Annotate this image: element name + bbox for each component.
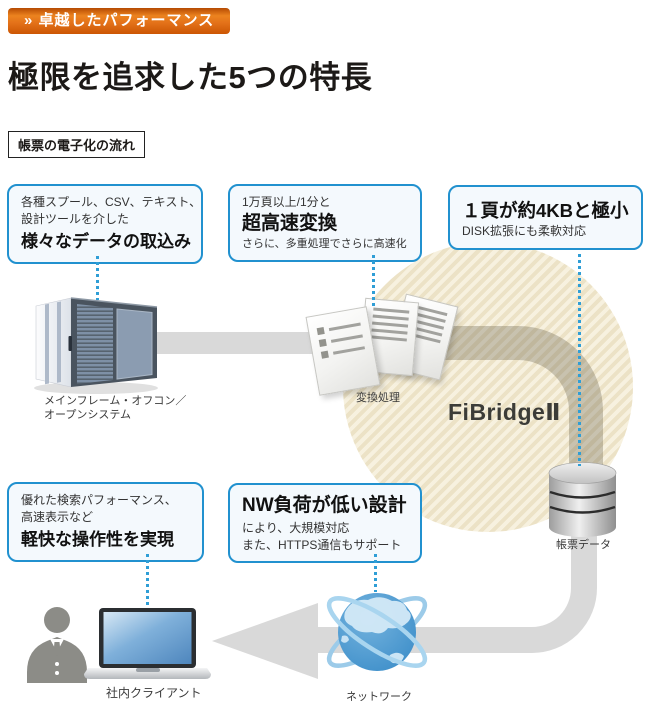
- page-title: 極限を追求した5つの特長: [8, 60, 373, 95]
- connector-dotted-line: [372, 255, 375, 309]
- mainframe-label-line2: オープンシステム: [44, 409, 132, 421]
- callout-line: さらに、多重処理でさらに高速化: [242, 237, 407, 250]
- callout-line: により、大規模対応: [242, 521, 350, 535]
- globe-icon: [326, 593, 428, 671]
- callout-line: 優れた検索パフォーマンス、: [21, 493, 177, 507]
- callout-emphasis: NW負荷が低い設計: [242, 495, 407, 516]
- section-badge: » 卓越したパフォーマンス: [8, 8, 231, 34]
- callout-line: DISK拡張にも柔軟対応: [462, 224, 587, 238]
- conversion-label: 変換処理: [356, 392, 400, 404]
- callout-emphasis: 軽快な操作性を実現: [21, 530, 174, 549]
- callout-line: 高速表示など: [21, 509, 94, 524]
- database-label: 帳票データ: [556, 539, 611, 551]
- database-icon: [548, 462, 617, 537]
- flow-arrowhead-icon: [212, 603, 318, 679]
- callout-line: 1万頁以上/1分と: [242, 195, 331, 209]
- callout-operability: 優れた検索パフォーマンス、 高速表示など 軽快な操作性を実現: [7, 482, 204, 562]
- product-name: FiBridgeⅡ: [448, 399, 561, 425]
- person-icon: [27, 607, 87, 683]
- callout-emphasis: 超高速変換: [242, 212, 338, 234]
- callout-line: 設計ツールを介した: [21, 211, 130, 226]
- callout-page-size: １頁が約4KBと極小 DISK拡張にも柔軟対応: [448, 185, 643, 250]
- connector-dotted-line: [374, 554, 377, 592]
- connector-dotted-line: [146, 554, 149, 608]
- callout-emphasis: １頁が約4KBと極小: [462, 200, 629, 221]
- connector-dotted-line: [578, 254, 581, 466]
- callout-data-intake: 各種スプール、CSV、テキスト、 設計ツールを介した 様々なデータの取込み: [7, 184, 203, 264]
- mainframe-label: メインフレーム・オフコン／ オープンシステム: [44, 394, 186, 422]
- callout-emphasis: 様々なデータの取込み: [21, 232, 191, 251]
- callout-conversion-speed: 1万頁以上/1分と 超高速変換 さらに、多重処理でさらに高速化: [228, 184, 422, 262]
- mainframe-icon: [34, 297, 158, 394]
- network-label: ネットワーク: [346, 691, 412, 703]
- flow-band-bottom: [318, 505, 597, 653]
- laptop-icon: [84, 608, 211, 679]
- client-label: 社内クライアント: [106, 686, 202, 700]
- connector-dotted-line: [96, 256, 99, 300]
- callout-line: 各種スプール、CSV、テキスト、: [21, 195, 202, 209]
- callout-line: また、HTTPS通信もサポート: [242, 537, 402, 552]
- flow-band-inner: [425, 326, 603, 470]
- flow-caption: 帳票の電子化の流れ: [8, 131, 146, 158]
- callout-network-load: NW負荷が低い設計 により、大規模対応 また、HTTPS通信もサポート: [228, 483, 422, 563]
- mainframe-label-line1: メインフレーム・オフコン／: [44, 395, 187, 407]
